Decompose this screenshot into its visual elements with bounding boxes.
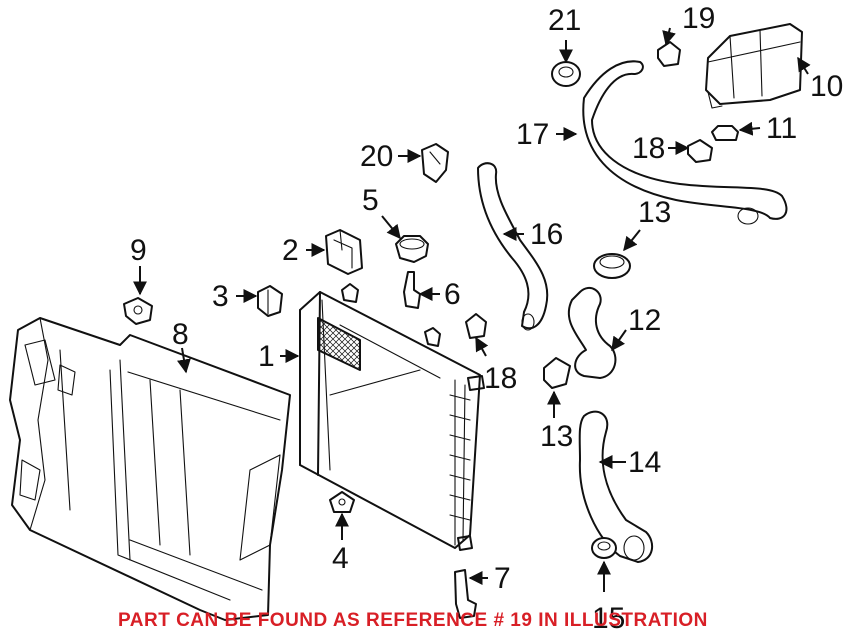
callout-2: 2 — [282, 234, 299, 267]
callout-19: 19 — [682, 2, 715, 35]
footer-note: PART CAN BE FOUND AS REFERENCE # 19 IN I… — [118, 610, 708, 631]
callout-8: 8 — [172, 318, 189, 351]
callout-3: 3 — [212, 280, 229, 313]
callout-10: 10 — [810, 70, 843, 103]
tank-cap — [711, 125, 739, 141]
mount-bracket — [325, 229, 363, 275]
callout-15: 15 — [592, 602, 625, 634]
clip-18-lower — [465, 313, 487, 339]
clip-18-upper — [687, 139, 713, 163]
callout-1: 1 — [258, 340, 275, 373]
bracket-20 — [421, 143, 449, 183]
callout-7: 7 — [494, 562, 511, 595]
hose-lower — [578, 410, 654, 563]
rubber-mount — [257, 285, 283, 317]
clamp-upper — [593, 253, 631, 279]
sensor — [403, 271, 421, 309]
fan-shroud — [9, 317, 291, 621]
callout-18-upper: 18 — [632, 132, 665, 165]
clip — [123, 297, 153, 325]
callout-20: 20 — [360, 140, 393, 173]
callout-16: 16 — [530, 218, 563, 251]
clamp-15 — [591, 537, 617, 559]
hose-upper — [567, 286, 617, 379]
callout-5: 5 — [362, 184, 379, 217]
callout-17: 17 — [516, 118, 549, 151]
expansion-tank — [705, 23, 803, 109]
callout-14: 14 — [628, 446, 661, 479]
drain-valve — [454, 569, 477, 619]
radiator-cap — [395, 235, 429, 263]
callout-21: 21 — [548, 4, 581, 37]
clamp-lower — [543, 357, 571, 389]
callout-13-upper: 13 — [638, 196, 671, 229]
clamp-21 — [551, 61, 581, 87]
callout-18-lower: 18 — [484, 362, 517, 395]
clamp-19 — [657, 41, 681, 67]
hose-16 — [477, 162, 549, 331]
callout-11: 11 — [766, 112, 797, 145]
radiator — [299, 283, 485, 551]
callout-9: 9 — [130, 234, 147, 267]
callouts: 1 2 3 4 5 6 7 8 9 10 11 12 13 13 14 15 1… — [130, 2, 843, 634]
lower-mount — [329, 491, 355, 513]
callout-13-lower: 13 — [540, 420, 573, 453]
hose-17 — [582, 60, 788, 225]
leader-lines — [133, 27, 811, 592]
callout-4: 4 — [332, 542, 349, 575]
callout-12: 12 — [628, 304, 661, 337]
callout-6: 6 — [444, 278, 461, 311]
